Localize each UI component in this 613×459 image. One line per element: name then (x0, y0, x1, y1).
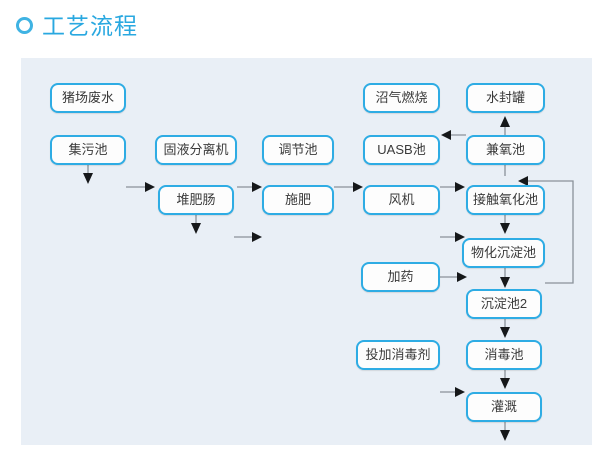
node-zhuchang-feishui[interactable]: 猪场废水 (50, 83, 126, 113)
node-zhaoqi-ranshao[interactable]: 沼气燃烧 (363, 83, 440, 113)
node-shifei[interactable]: 施肥 (262, 185, 334, 215)
node-guye-fenliji[interactable]: 固液分离机 (155, 135, 237, 165)
node-wuhua-chendian-chi[interactable]: 物化沉淀池 (462, 238, 545, 268)
node-duifei-chang[interactable]: 堆肥肠 (158, 185, 234, 215)
flowchart-canvas: 猪场废水 集污池 固液分离机 堆肥肠 施肥 调节池 UASB池 沼气燃烧 水封罐… (21, 58, 592, 445)
node-xiaodu-chi[interactable]: 消毒池 (466, 340, 542, 370)
node-fengji[interactable]: 风机 (363, 185, 440, 215)
node-uasb-chi[interactable]: UASB池 (363, 135, 440, 165)
node-tiaojie-chi[interactable]: 调节池 (262, 135, 334, 165)
process-flow-panel: 猪场废水 集污池 固液分离机 堆肥肠 施肥 调节池 UASB池 沼气燃烧 水封罐… (21, 58, 592, 445)
node-toujia-xiaoduji[interactable]: 投加消毒剂 (356, 340, 440, 370)
node-jiwu-chi[interactable]: 集污池 (50, 135, 126, 165)
circle-ring-icon (16, 17, 33, 34)
node-chendian-chi-2[interactable]: 沉淀池2 (466, 289, 542, 319)
flowchart-edges (83, 116, 574, 441)
node-jiayao[interactable]: 加药 (361, 262, 440, 292)
page-title: 工艺流程 (42, 13, 138, 39)
node-guangai[interactable]: 灌溉 (466, 392, 542, 422)
node-shuifeng-guan[interactable]: 水封罐 (466, 83, 545, 113)
page-header: 工艺流程 (0, 0, 613, 56)
node-jiechu-yanghua-chi[interactable]: 接触氧化池 (466, 185, 545, 215)
node-jianyang-chi[interactable]: 兼氧池 (466, 135, 545, 165)
